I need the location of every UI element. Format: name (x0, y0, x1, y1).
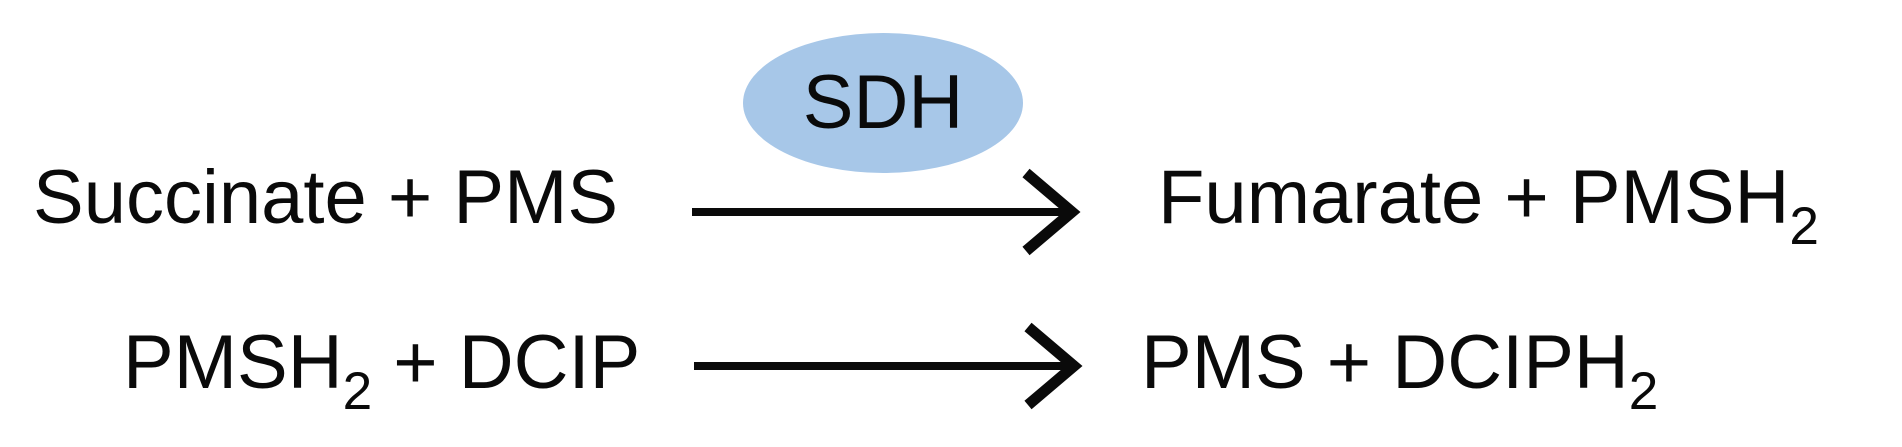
reaction2-products-subscript: 2 (1628, 362, 1659, 422)
reaction2-reactants-text: PMSH (123, 320, 343, 405)
reaction1-products-text: Fumarate + PMSH (1158, 155, 1790, 240)
reaction2-reactants-subscript: 2 (342, 362, 373, 422)
enzyme-label: SDH (802, 60, 964, 145)
reaction2-products: PMS + DCIPH2 (1141, 325, 1658, 419)
reaction2-products-text: PMS + DCIPH (1141, 320, 1629, 405)
reaction1-arrow-icon (692, 168, 1081, 256)
enzyme-ellipse: SDH (743, 33, 1023, 173)
reaction1-reactants-text: Succinate + PMS (33, 155, 619, 240)
reaction2-arrow-icon (694, 322, 1083, 410)
reaction1-reactants: Succinate + PMS (33, 160, 618, 236)
reaction2-reactants: PMSH2 + DCIP (123, 325, 640, 419)
reaction1-products-subscript: 2 (1789, 197, 1820, 257)
reaction2-reactants-tail: + DCIP (372, 320, 641, 405)
reaction1-products: Fumarate + PMSH2 (1158, 160, 1819, 254)
